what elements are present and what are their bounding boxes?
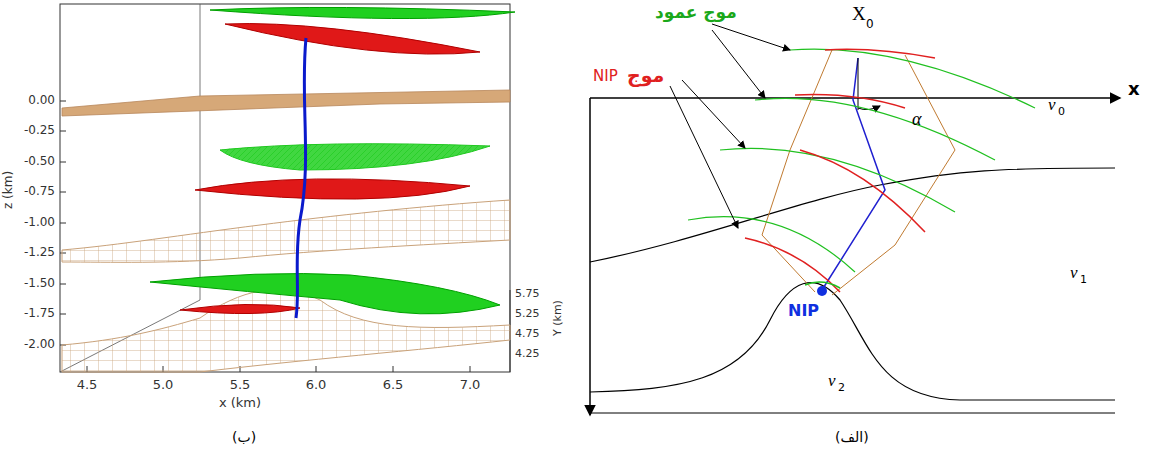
point-subscript: 0 — [866, 18, 874, 30]
tick-label: -0.50 — [24, 155, 55, 167]
tick-label: -1.25 — [24, 246, 55, 258]
tick-label: 0.00 — [28, 94, 55, 106]
tick-label: -1.00 — [24, 216, 55, 228]
axis-title: x (km) — [219, 396, 261, 409]
velocity-subscript: 0 — [1058, 106, 1065, 117]
tick-label: 7.0 — [460, 378, 481, 391]
axis-title: z (km) — [2, 171, 14, 209]
tick-label: 4.25 — [515, 348, 540, 359]
tick-label: -1.50 — [24, 277, 55, 289]
point-label: NIP — [788, 303, 819, 319]
panel-label: (ب) — [232, 430, 256, 444]
wave-label: موج — [627, 66, 664, 85]
tick-label: 4.75 — [515, 328, 540, 339]
tick-label: -2.00 — [24, 338, 55, 350]
wave-label: NIP — [593, 69, 618, 84]
3d-plot — [60, 4, 515, 372]
axis-label: x — [1128, 80, 1140, 98]
velocity-subscript: 2 — [838, 382, 845, 393]
panel-label: (الف) — [835, 430, 869, 444]
tick-label: 5.5 — [230, 378, 251, 391]
velocity-subscript: 1 — [1080, 274, 1087, 285]
tick-label: 5.0 — [153, 378, 174, 391]
tick-label: -0.25 — [24, 124, 55, 136]
tick-label: -0.75 — [24, 185, 55, 197]
angle-label: α — [912, 110, 921, 128]
tick-label: 6.5 — [383, 378, 404, 391]
axis-title: Y (km) — [552, 300, 563, 336]
tick-label: 6.0 — [306, 378, 327, 391]
wave-label: موج عمود — [655, 4, 737, 21]
model-sketch — [590, 24, 1120, 415]
velocity-label: v — [1070, 264, 1078, 281]
point-label: X — [852, 4, 866, 23]
tick-label: 5.25 — [515, 308, 540, 319]
velocity-label: v — [1048, 96, 1056, 113]
tick-label: -1.75 — [24, 307, 55, 319]
tick-label: 4.5 — [77, 378, 98, 391]
velocity-label: v — [828, 372, 836, 389]
tick-label: 5.75 — [515, 288, 540, 299]
